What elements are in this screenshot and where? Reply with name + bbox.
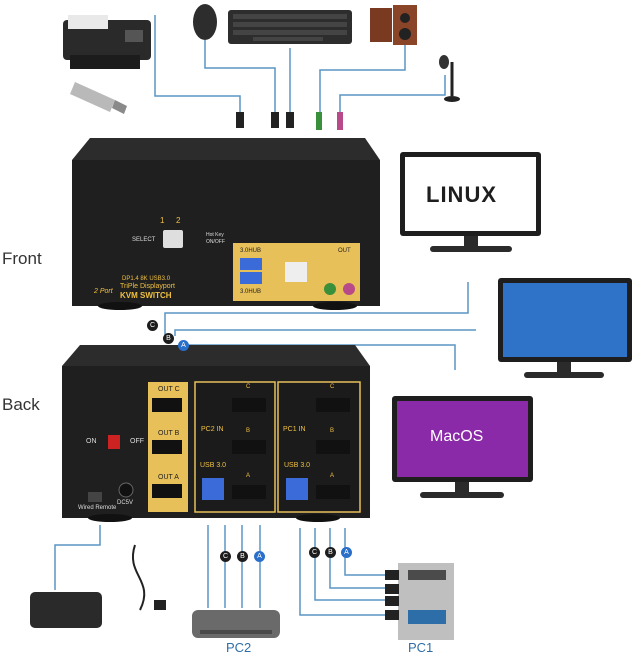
kvm-back-box [62,345,370,522]
power-on-label: ON [86,438,97,445]
pc1-port-b-label: B [330,428,335,434]
keyboard-image [228,10,352,44]
pc2-cable-tag-c: C [220,551,231,562]
macos-monitor [392,396,533,498]
usb-left-label: USB 3.0 [200,462,227,469]
pc1-label: PC1 [408,640,434,655]
dc5v-label: DC5V [117,500,134,506]
mouse-image [193,4,217,40]
hub-bottom-label: 3.0HUB [240,289,262,295]
brand-port-label: 2 Port [94,288,113,295]
front-label: Front [2,249,42,268]
pc2-port-a-label: A [246,473,251,479]
pc2-label: PC2 [226,640,252,655]
out-a-label: OUT A [158,474,179,481]
pc2-cable-tag-b: B [237,551,248,562]
wired-remote-device [30,592,102,628]
pc1-port-a-label: A [330,473,335,479]
brand-line2-label: KVM SWITCH [120,291,172,300]
pc1-tower-image [398,563,454,640]
pc2-port-b-label: B [246,428,251,434]
pc1-in-label: PC1 IN [283,426,306,433]
pc1-port-c-label: C [330,384,335,390]
pc1-cable-tag-b: B [325,547,336,558]
kvm-front-box [72,138,380,310]
usb-right-label: USB 3.0 [284,462,311,469]
cable-tag-c-top: C [147,320,158,331]
power-adapter-image [132,544,166,611]
power-switch [108,435,120,449]
out-c-label: OUT C [158,386,180,393]
microphone-image [439,55,460,102]
hub-top-label: 3.0HUB [240,248,262,254]
linux-logo-text: LINUX [426,182,497,207]
macos-logo-text: MacOS [430,428,484,445]
windows-monitor [498,278,632,378]
pc1-cable-connectors [385,570,399,620]
select-button [163,230,183,248]
pc1-cable-tag-a: A [341,547,352,558]
audio-out-label: OUT [338,248,351,254]
button-number-1: 1 [160,216,165,225]
cable-tag-a-top: A [178,340,189,351]
pc2-port-c-label: C [246,384,251,390]
brand-line1-label: TriPle Displayport [120,283,175,290]
back-label: Back [2,395,40,414]
onoff-label: ON/OFF [206,239,225,245]
linux-monitor [400,152,541,252]
pc1-cable-tag-c: C [309,547,320,558]
button-number-2: 2 [176,216,181,225]
pc2-cable-tag-a: A [254,551,265,562]
power-off-label: OFF [130,438,144,445]
front-connectors [236,112,343,130]
wired-remote-label: Wired Remote [78,505,117,511]
pc2-in-label: PC2 IN [201,426,224,433]
printer-image [63,15,151,69]
usb-flash-drive-image [70,82,127,114]
hotkey-label: Hot Key [206,232,224,238]
spec-label: DP1.4 8K USB3.0 [122,276,171,282]
pc2-mini-pc-image [192,610,280,638]
speakers-image [370,5,417,45]
select-label: SELECT [132,237,156,243]
cable-tag-b-top: B [163,333,174,344]
out-b-label: OUT B [158,430,180,437]
